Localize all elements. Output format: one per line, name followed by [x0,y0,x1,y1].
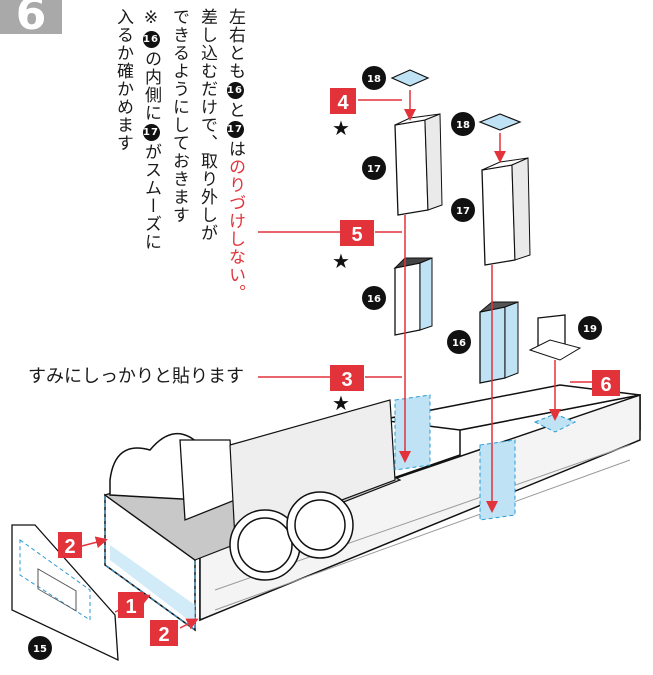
part-label-18-right: 18 [451,112,475,136]
svg-text:17: 17 [456,206,470,217]
piece-15-panel [11,524,119,662]
svg-text:6: 6 [600,374,611,396]
part-17-icon: 17 [142,124,160,141]
part-label-16-left: 16 [362,286,386,310]
part-label-17-right: 17 [451,198,475,222]
svg-text:1: 1 [125,596,136,618]
part-16-icon: 16 [142,31,160,48]
star-icon: ★ [332,116,350,140]
part-17-tube-left [394,113,443,216]
step-marker-5: 5 [340,220,374,246]
step-marker-4: 4 [330,88,356,114]
svg-text:15: 15 [33,644,47,655]
svg-text:2: 2 [64,536,75,558]
cab-body [103,399,402,632]
part-18-cap-left [390,69,430,87]
part-19-chimney [528,314,582,433]
svg-text:16: 16 [452,338,466,349]
part-16-icon: 16 [226,82,244,99]
train-base-body [199,384,641,622]
svg-text:17: 17 [367,164,381,175]
part-label-18-left: 18 [362,66,386,90]
corner-paste-label: すみにしっかりと貼ります [28,366,244,387]
part-16-tube-left [393,257,433,336]
instruction-col-3: できるようにしておきます [169,8,189,224]
instruction-col-2: 差し込むだけで、取り外しが [197,8,217,242]
part-label-19: 19 [578,316,602,340]
svg-text:3: 3 [341,369,352,391]
part-16-tube-right [479,301,519,384]
step-marker-1: 1 [118,592,144,618]
svg-text:18: 18 [367,74,381,85]
instruction-col-5: 入るか確かめます [113,8,133,152]
part-label-16-right: 16 [447,330,471,354]
svg-text:5: 5 [351,224,362,246]
step-marker-2-left: 2 [58,532,82,558]
part-label-15: 15 [28,636,52,660]
wheels [229,491,354,581]
svg-text:2: 2 [158,624,169,646]
no-glue-note: のりづけしない。 [225,158,245,302]
step-corner-badge: 6 [0,0,62,34]
step-marker-6: 6 [592,370,620,396]
instruction-col-1: 左右とも16と17はのりづけしない。 [225,8,245,302]
star-icon: ★ [332,249,350,273]
star-icon: ★ [332,391,350,415]
svg-text:18: 18 [456,120,470,131]
chimney-stack [394,394,516,521]
part-18-cap-right [478,113,522,131]
svg-text:16: 16 [367,294,381,305]
part-17-icon: 17 [226,121,244,138]
instruction-col-4: ※16の内側に17がスムーズに [141,8,161,251]
step-marker-2-bottom: 2 [150,620,178,646]
part-label-17-left: 17 [362,156,386,180]
step-marker-3: 3 [330,365,364,391]
svg-text:19: 19 [583,324,597,335]
part-17-tube-right [481,157,531,266]
guide-lines [81,90,592,630]
svg-text:4: 4 [337,92,349,114]
